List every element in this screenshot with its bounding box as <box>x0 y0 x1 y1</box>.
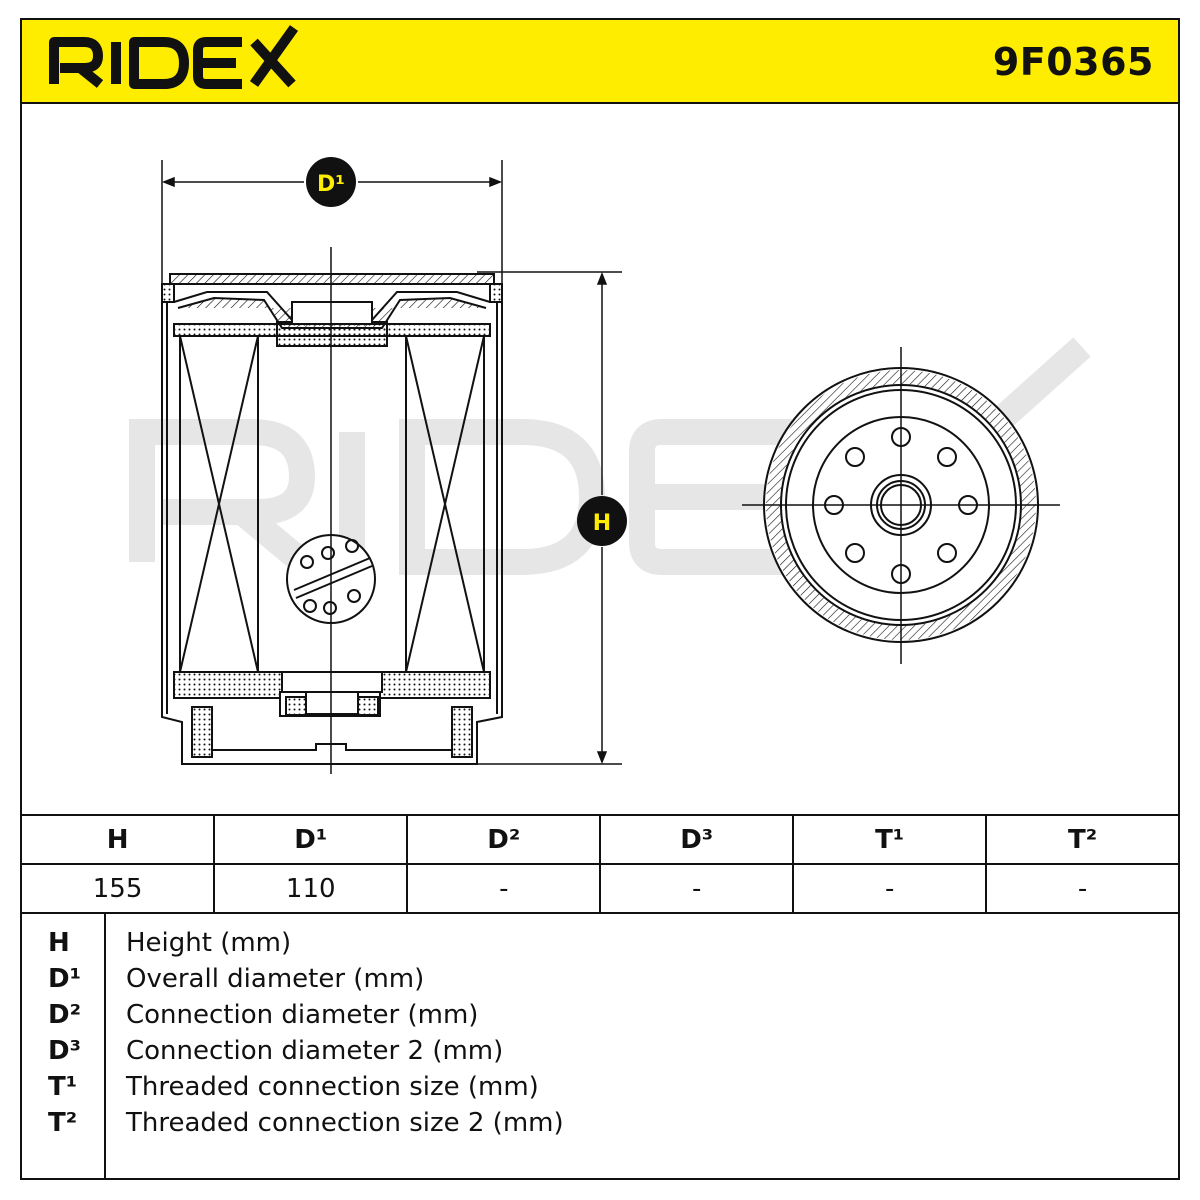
d1-marker-label: D¹ <box>317 172 345 197</box>
spec-value-row: 155 110 - - - - <box>22 864 1178 914</box>
spec-header-row: H D¹ D² D³ T¹ T² <box>22 814 1178 865</box>
legend-symbol: T¹ <box>48 1072 78 1102</box>
part-number: 9F0365 <box>992 40 1154 84</box>
spec-header-d2: D² <box>407 814 602 865</box>
spec-value-d3: - <box>600 864 795 914</box>
spec-value-d2: - <box>407 864 602 914</box>
legend-symbol: T² <box>48 1108 78 1138</box>
spec-header-d1: D¹ <box>214 814 409 865</box>
legend-item: D¹ Overall diameter (mm) <box>22 964 1178 1000</box>
legend-symbol: D³ <box>48 1036 81 1066</box>
legend-text: Threaded connection size 2 (mm) <box>126 1108 564 1138</box>
legend-text: Threaded connection size (mm) <box>126 1072 539 1102</box>
legend-text: Connection diameter (mm) <box>126 1000 479 1030</box>
legend-item: D² Connection diameter (mm) <box>22 1000 1178 1036</box>
spec-sheet-frame: 9F0365 <box>20 18 1180 1180</box>
d1-dimension <box>161 160 503 292</box>
spec-header-t2: T² <box>986 814 1178 865</box>
legend-item: H Height (mm) <box>22 928 1178 964</box>
legend-symbol: D¹ <box>48 964 81 994</box>
h-dimension <box>472 271 622 765</box>
spec-value-h: 155 <box>22 864 216 914</box>
spec-value-d1: 110 <box>214 864 409 914</box>
legend: H Height (mm) D¹ Overall diameter (mm) D… <box>22 912 1178 1178</box>
legend-item: D³ Connection diameter 2 (mm) <box>22 1036 1178 1072</box>
spec-header-t1: T¹ <box>793 814 988 865</box>
h-marker <box>577 496 627 546</box>
spec-value-t1: - <box>793 864 988 914</box>
filter-top-view <box>742 347 1060 664</box>
spec-table: H D¹ D² D³ T¹ T² 155 110 - - - - <box>22 814 1178 914</box>
legend-text: Height (mm) <box>126 928 292 958</box>
legend-item: T² Threaded connection size 2 (mm) <box>22 1108 1178 1144</box>
d1-marker <box>306 157 356 207</box>
h-marker-label: H <box>593 511 611 536</box>
legend-item: T¹ Threaded connection size (mm) <box>22 1072 1178 1108</box>
spec-value-t2: - <box>986 864 1178 914</box>
legend-symbol: H <box>48 928 70 958</box>
brand-logo <box>46 20 326 104</box>
technical-drawing: D¹ H <box>22 102 1178 814</box>
legend-text: Connection diameter 2 (mm) <box>126 1036 504 1066</box>
spec-header-d3: D³ <box>600 814 795 865</box>
filter-side-view <box>161 247 503 774</box>
legend-symbol: D² <box>48 1000 81 1030</box>
legend-text: Overall diameter (mm) <box>126 964 425 994</box>
spec-header-h: H <box>22 814 216 865</box>
legend-divider <box>104 912 106 1178</box>
header-bar: 9F0365 <box>22 20 1178 104</box>
